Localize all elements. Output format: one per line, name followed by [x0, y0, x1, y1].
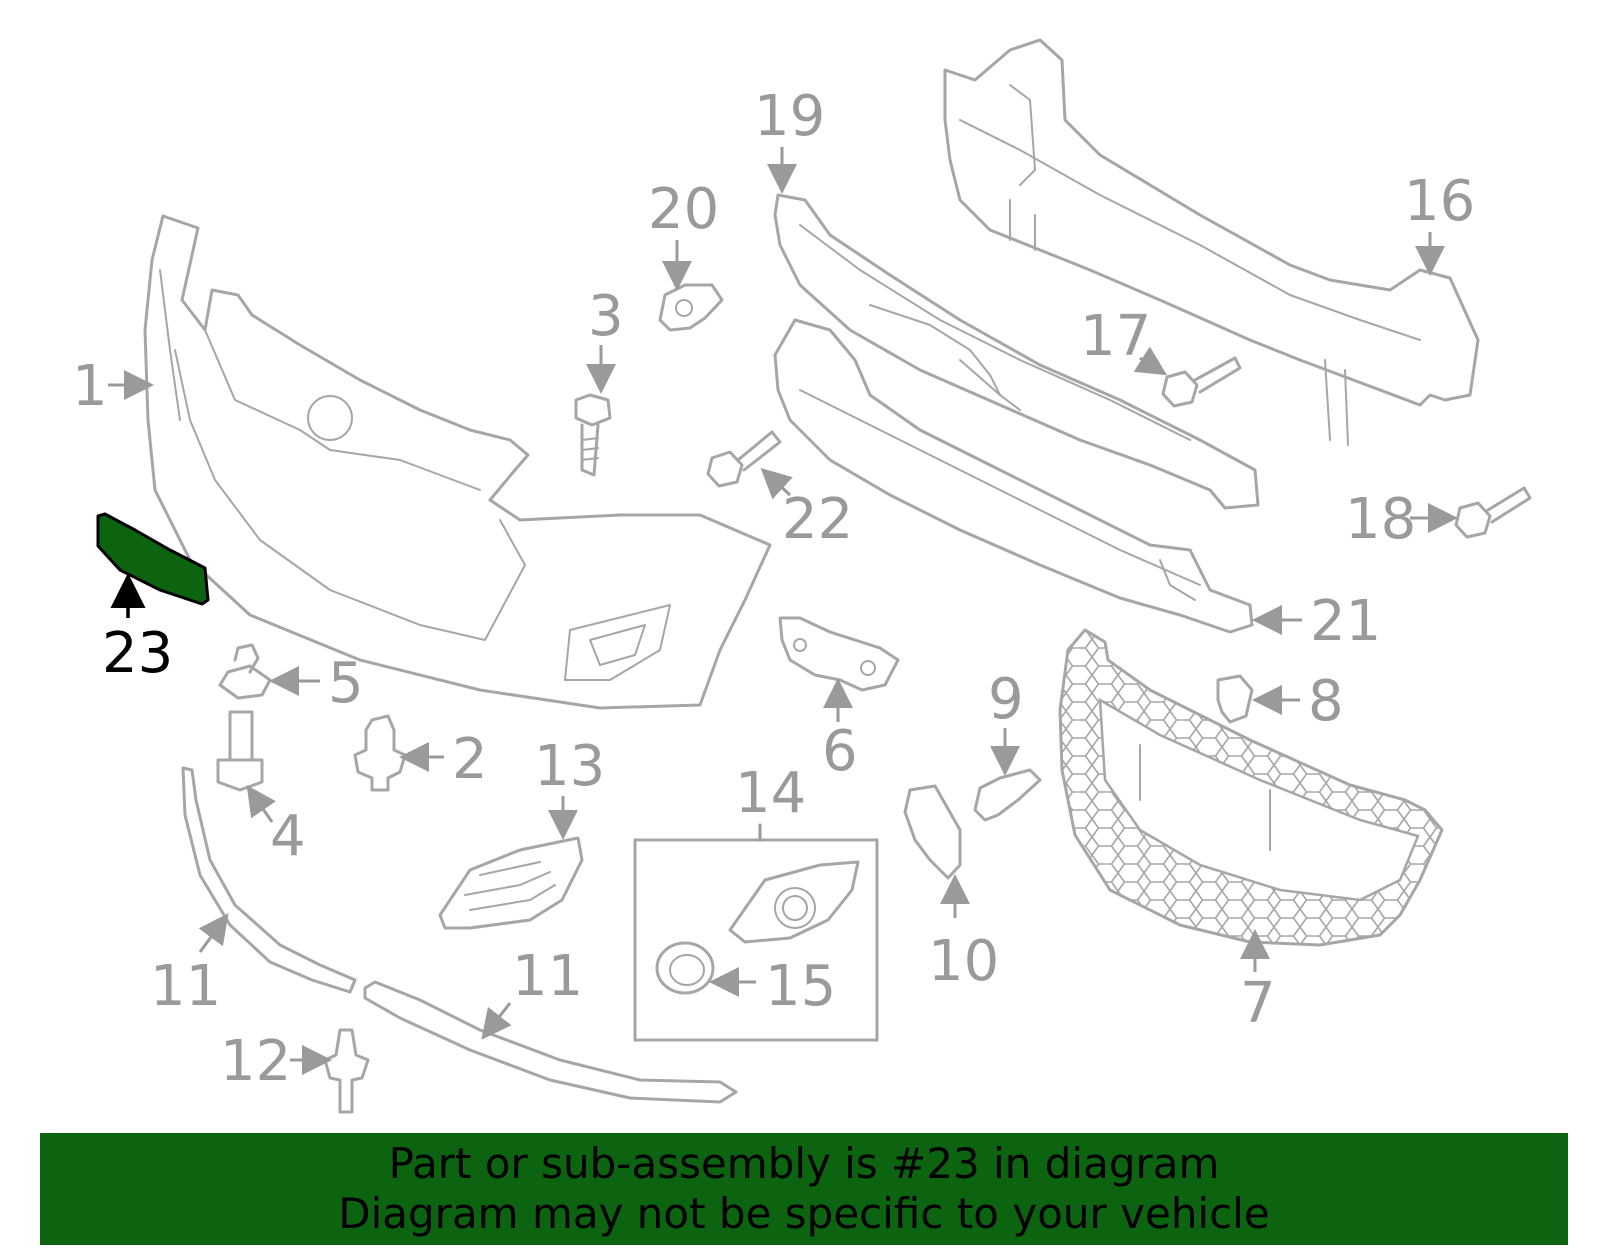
- callout-2: 2: [399, 727, 488, 792]
- fog-lamp-assembly-part-14: [633, 838, 879, 1042]
- callout-4: 4: [246, 785, 306, 869]
- banner-line-2: Diagram may not be specific to your vehi…: [338, 1189, 1270, 1238]
- callout-9: 9: [988, 667, 1024, 776]
- absorber-part-19: [773, 193, 1260, 510]
- fog-lamp-part-15: [655, 941, 715, 995]
- callout-16: 16: [1404, 169, 1475, 276]
- fog-cover-part-13: [438, 836, 584, 930]
- svg-text:5: 5: [328, 651, 364, 716]
- callout-10: 10: [928, 874, 999, 994]
- callout-7: 7: [1240, 929, 1276, 1036]
- svg-text:2: 2: [452, 727, 488, 792]
- bolt-part-4: [216, 710, 264, 792]
- bolt-part-18: [1454, 486, 1532, 539]
- reinforcement-part-16: [943, 38, 1480, 446]
- clip-part-9: [973, 768, 1042, 822]
- bolt-part-3: [574, 393, 612, 477]
- svg-text:10: 10: [928, 929, 999, 994]
- svg-text:7: 7: [1240, 971, 1276, 1036]
- callout-18: 18: [1345, 487, 1458, 552]
- callout-3: 3: [586, 284, 624, 394]
- svg-text:16: 16: [1404, 169, 1475, 234]
- molding-part-11-upper: [181, 766, 357, 994]
- bolt-part-17: [1161, 356, 1242, 408]
- callout-11-b: 11: [481, 944, 583, 1040]
- callout-22: 22: [760, 467, 853, 552]
- callout-21: 21: [1252, 589, 1381, 654]
- svg-text:6: 6: [822, 719, 858, 784]
- grille-part-7: [1058, 628, 1444, 947]
- callout-5: 5: [269, 651, 364, 716]
- callout-14: 14: [735, 761, 806, 842]
- lower-absorber-part-21: [773, 318, 1254, 634]
- callout-11-a: 11: [150, 913, 229, 1019]
- callout-6: 6: [822, 678, 858, 784]
- reflector-part-23: [96, 512, 210, 606]
- rivet-part-12: [323, 1028, 370, 1114]
- svg-text:4: 4: [270, 804, 306, 869]
- bolt-part-22: [706, 430, 782, 488]
- svg-text:22: 22: [782, 487, 853, 552]
- svg-text:11: 11: [150, 954, 221, 1019]
- svg-text:19: 19: [754, 84, 825, 149]
- callout-1: 1: [72, 354, 154, 419]
- bracket-part-10: [903, 784, 962, 880]
- callout-23: 23: [102, 573, 173, 686]
- info-banner: Part or sub-assembly is #23 in diagram D…: [40, 1133, 1568, 1245]
- bracket-part-6: [778, 616, 900, 692]
- callout-12: 12: [220, 1029, 332, 1094]
- clip-part-2: [353, 714, 407, 792]
- molding-part-11-lower: [363, 980, 738, 1104]
- svg-text:23: 23: [102, 621, 173, 686]
- callout-19: 19: [754, 84, 825, 194]
- svg-text:12: 12: [220, 1029, 291, 1094]
- svg-text:3: 3: [588, 284, 624, 349]
- callout-13: 13: [534, 734, 605, 840]
- clip-part-20: [658, 283, 724, 332]
- svg-text:1: 1: [72, 354, 108, 419]
- svg-text:21: 21: [1310, 589, 1381, 654]
- callout-8: 8: [1252, 669, 1344, 734]
- svg-text:9: 9: [988, 667, 1024, 732]
- svg-text:14: 14: [735, 761, 806, 826]
- banner-line-1: Part or sub-assembly is #23 in diagram: [388, 1139, 1220, 1188]
- svg-text:11: 11: [512, 944, 583, 1009]
- callout-17: 17: [1080, 304, 1168, 376]
- callout-15: 15: [709, 954, 836, 1019]
- svg-text:18: 18: [1345, 487, 1416, 552]
- nut-part-5: [218, 643, 272, 700]
- svg-text:20: 20: [648, 177, 719, 242]
- svg-text:15: 15: [765, 954, 836, 1019]
- callout-20: 20: [648, 177, 719, 291]
- svg-text:8: 8: [1308, 669, 1344, 734]
- clip-part-8: [1216, 674, 1254, 724]
- svg-text:13: 13: [534, 734, 605, 799]
